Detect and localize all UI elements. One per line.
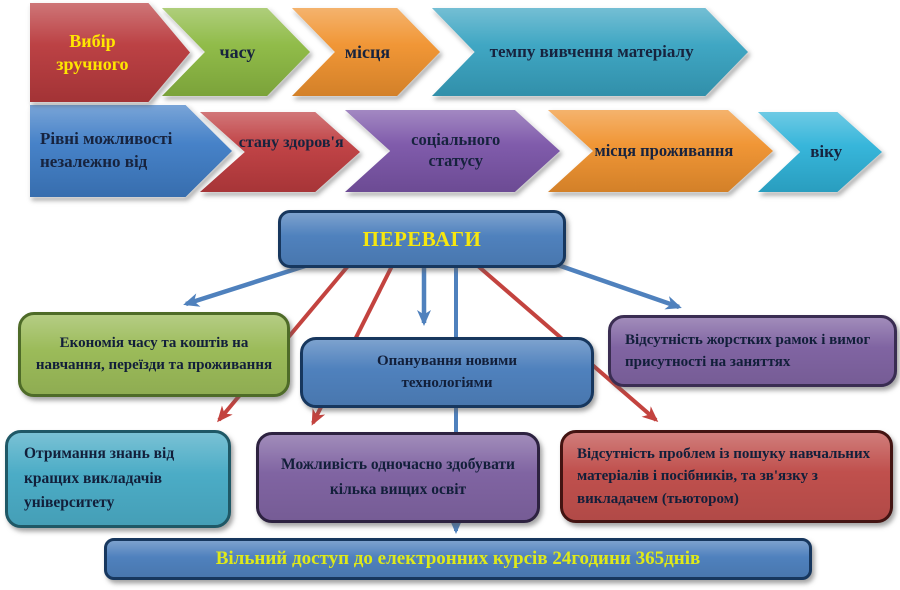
advantages-title: ПЕРЕВАГИ bbox=[362, 226, 482, 251]
box-multiple-degrees-label: Можливість одночасно здобувати кілька ви… bbox=[281, 456, 515, 498]
chevron-choice-lead-label: Вибір зручного bbox=[56, 31, 129, 74]
box-best-teachers: Отримання знань від кращих викладачів ун… bbox=[5, 430, 231, 528]
chevron-tempo-label: темпу вивчення матеріалу bbox=[489, 42, 694, 62]
chevron-equal-lead-label: Рівні можливості незалежно від bbox=[40, 129, 173, 171]
chevron-social-status-label: соціального статусу bbox=[411, 130, 501, 170]
chevron-choice-lead: Вибір зручного bbox=[30, 3, 190, 102]
chevron-social-status: соціального статусу bbox=[345, 110, 560, 192]
chevron-place-label: місця bbox=[344, 41, 391, 62]
box-no-material-problems-label: Відсутність проблем із пошуку навчальних… bbox=[577, 445, 871, 507]
box-technology-label: Опанування новими технологіями bbox=[376, 352, 518, 391]
advantages-title-box: ПЕРЕВАГИ bbox=[278, 210, 566, 268]
chevron-place: місця bbox=[292, 8, 440, 96]
box-no-material-problems: Відсутність проблем із пошуку навчальних… bbox=[560, 430, 893, 523]
box-best-teachers-label: Отримання знань від кращих викладачів ун… bbox=[24, 444, 175, 512]
chevron-health-label: стану здоров'я bbox=[238, 134, 344, 151]
box-technology: Опанування новими технологіями bbox=[300, 337, 594, 408]
chevron-tempo-shape bbox=[432, 8, 748, 96]
chevron-equal-lead-shape bbox=[30, 105, 232, 197]
chevron-age-label: віку bbox=[810, 142, 843, 162]
box-no-strict-frames-label: Відсутність жорстких рамок і вимог прису… bbox=[625, 331, 871, 371]
box-economy: Економія часу та коштів на навчання, пер… bbox=[18, 312, 290, 397]
box-no-strict-frames: Відсутність жорстких рамок і вимог прису… bbox=[608, 315, 897, 387]
chevron-tempo: темпу вивчення матеріалу bbox=[432, 8, 748, 96]
chevron-residence-shape bbox=[548, 110, 773, 192]
chevron-equal-lead: Рівні можливості незалежно від bbox=[30, 105, 232, 197]
chevron-residence-label: місця проживання bbox=[594, 140, 734, 160]
chevron-residence: місця проживання bbox=[548, 110, 773, 192]
footer-access-bar: Вільний доступ до електронних курсів 24г… bbox=[104, 538, 812, 580]
box-multiple-degrees: Можливість одночасно здобувати кілька ви… bbox=[256, 432, 540, 523]
chevron-time-label: часу bbox=[219, 41, 256, 62]
chevron-age: віку bbox=[758, 112, 882, 192]
arrow-title-to-economy bbox=[183, 263, 306, 307]
arrow-title-to-frames bbox=[551, 260, 682, 310]
box-economy-label: Економія часу та коштів на навчання, пер… bbox=[35, 334, 273, 373]
footer-access-label: Вільний доступ до електронних курсів 24г… bbox=[215, 548, 701, 570]
